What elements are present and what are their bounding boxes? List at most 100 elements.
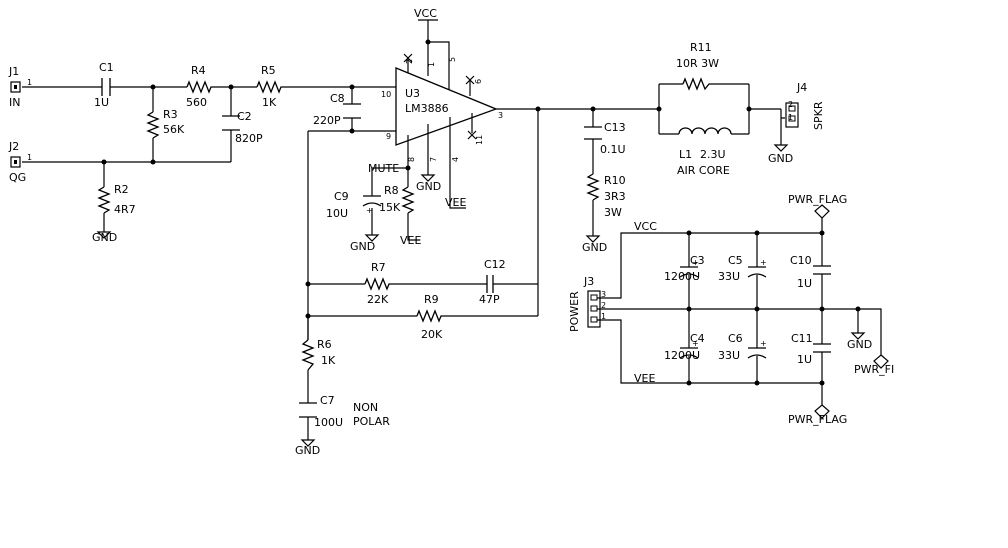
capacitor-c2: C2 820P: [222, 110, 263, 145]
svg-text:R2: R2: [114, 183, 129, 196]
svg-text:1200U: 1200U: [664, 270, 700, 283]
capacitor-c8: C8 220P: [313, 92, 361, 127]
gnd-symbol-c7: GND: [295, 439, 320, 457]
svg-text:C12: C12: [484, 258, 506, 271]
resistor-r9: R9 20K: [416, 293, 443, 341]
svg-text:1U: 1U: [797, 353, 812, 366]
resistor-r7: R7 22K: [364, 261, 391, 306]
svg-text:3: 3: [601, 290, 606, 299]
wires: [22, 20, 882, 440]
svg-text:1: 1: [601, 312, 606, 321]
svg-text:C2: C2: [237, 110, 252, 123]
svg-text:GND: GND: [92, 231, 117, 244]
ic-u3-lm3886: U3 LM3886 10 9 3 2 1 5 6 11 8 7 4: [381, 53, 503, 162]
net-label-vee-r8: VEE: [400, 234, 421, 247]
svg-text:R3: R3: [163, 108, 178, 121]
svg-text:R7: R7: [371, 261, 386, 274]
resistor-r10: R10 3R3 3W: [586, 173, 626, 219]
svg-text:C6: C6: [728, 332, 743, 345]
svg-text:2: 2: [405, 59, 414, 64]
svg-text:15K: 15K: [379, 201, 401, 214]
junctions: [101, 39, 861, 386]
svg-text:GND: GND: [416, 180, 441, 193]
svg-text:2: 2: [601, 301, 606, 310]
capacitor-c11: C11 1U: [791, 332, 831, 366]
capacitor-c12: C12 47P: [479, 258, 506, 306]
connector-j4: J4 SPKR 2 1: [785, 81, 825, 130]
gnd-symbol-rail: GND: [847, 332, 872, 351]
svg-text:C4: C4: [690, 332, 705, 345]
svg-text:PWR_FLAG: PWR_FLAG: [788, 413, 847, 426]
svg-text:GND: GND: [295, 444, 320, 457]
svg-text:R4: R4: [191, 64, 206, 77]
svg-text:100U: 100U: [314, 416, 343, 429]
svg-text:C10: C10: [790, 254, 812, 267]
svg-text:C13: C13: [604, 121, 626, 134]
svg-text:GND: GND: [582, 241, 607, 254]
capacitor-c3: + C3 1200U: [664, 254, 705, 283]
svg-text:2: 2: [788, 100, 793, 109]
capacitor-c5: + C5 33U: [718, 254, 767, 283]
svg-text:C7: C7: [320, 394, 335, 407]
svg-text:+: +: [760, 258, 767, 267]
svg-text:3R3: 3R3: [604, 190, 626, 203]
svg-text:3: 3: [498, 111, 503, 120]
svg-text:PWR_FLAG: PWR_FLAG: [788, 193, 847, 206]
svg-text:10U: 10U: [326, 207, 348, 220]
svg-text:POLAR: POLAR: [353, 415, 390, 428]
capacitor-c6: + C6 33U: [718, 332, 767, 362]
svg-text:1: 1: [788, 113, 793, 122]
gnd-symbol-u3: GND: [416, 174, 441, 193]
svg-text:20K: 20K: [421, 328, 443, 341]
svg-text:6: 6: [474, 79, 483, 84]
svg-text:1: 1: [27, 153, 32, 162]
svg-text:R11: R11: [690, 41, 712, 54]
power-flag-top: PWR_FLAG: [788, 193, 847, 219]
svg-text:1U: 1U: [94, 96, 109, 109]
svg-text:GND: GND: [350, 240, 375, 253]
svg-text:1: 1: [27, 78, 32, 87]
svg-text:56K: 56K: [163, 123, 185, 136]
resistor-r6: R6 1K: [301, 338, 336, 371]
svg-text:47P: 47P: [479, 293, 500, 306]
svg-text:1: 1: [427, 62, 436, 67]
svg-text:4R7: 4R7: [114, 203, 136, 216]
svg-text:4: 4: [451, 157, 460, 162]
svg-text:C5: C5: [728, 254, 743, 267]
svg-text:J4: J4: [796, 81, 807, 94]
svg-text:C1: C1: [99, 61, 114, 74]
svg-text:C8: C8: [330, 92, 345, 105]
gnd-symbol-r2: GND: [92, 231, 117, 244]
svg-text:R5: R5: [261, 64, 276, 77]
capacitor-c10: C10 1U: [790, 254, 831, 290]
svg-text:J1: J1: [8, 65, 19, 78]
gnd-symbol-c9: GND: [350, 234, 380, 253]
capacitor-c7: C7 100U NON POLAR: [299, 394, 390, 429]
resistor-r5: R5 1K: [256, 64, 283, 109]
net-label-mute: MUTE: [368, 162, 399, 175]
svg-text:U3: U3: [405, 87, 420, 100]
svg-text:+: +: [366, 206, 373, 215]
svg-text:J3: J3: [583, 275, 594, 288]
capacitor-c13: C13 0.1U: [584, 121, 626, 156]
net-label-vcc-rail: VCC: [634, 220, 657, 233]
power-flag-bottom: PWR_FLAG: [788, 404, 847, 426]
svg-text:10: 10: [381, 90, 391, 99]
connector-j1: J1 IN 1: [8, 65, 32, 109]
svg-text:2.3U: 2.3U: [700, 148, 726, 161]
net-label-vee-rail: VEE: [634, 372, 655, 385]
svg-text:7: 7: [429, 157, 438, 162]
svg-text:QG: QG: [9, 171, 26, 184]
resistor-r4: R4 560: [186, 64, 213, 109]
net-label-vcc-top: VCC: [414, 7, 438, 21]
svg-text:0.1U: 0.1U: [600, 143, 626, 156]
svg-text:C3: C3: [690, 254, 705, 267]
svg-text:R8: R8: [384, 184, 399, 197]
svg-text:C9: C9: [334, 190, 349, 203]
svg-text:33U: 33U: [718, 270, 740, 283]
svg-text:J2: J2: [8, 140, 19, 153]
resistor-r3: R3 56K: [146, 108, 185, 139]
svg-text:+: +: [692, 258, 699, 267]
capacitor-c4: + C4 1200U: [664, 332, 705, 362]
